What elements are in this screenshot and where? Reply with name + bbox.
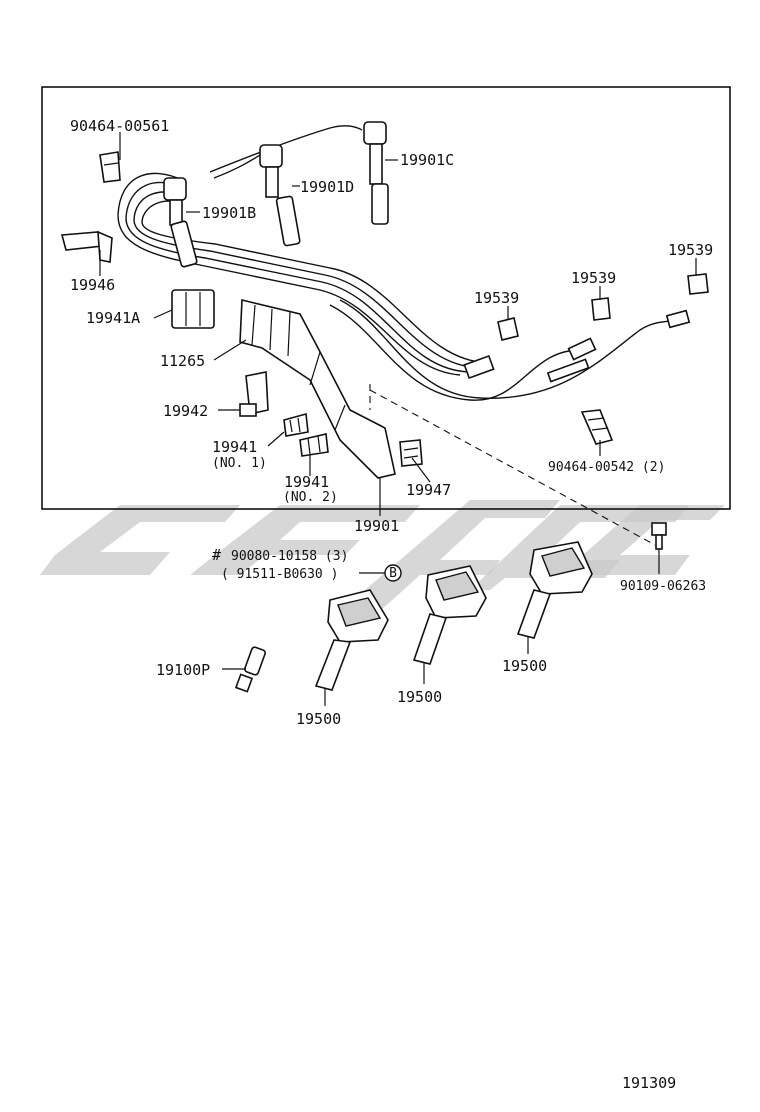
- label-90464-00561: 90464-00561: [70, 117, 169, 135]
- plug-boot-19901C: [363, 121, 389, 225]
- clip-19941-no1: [283, 412, 309, 437]
- label-19539-a: 19539: [474, 289, 519, 307]
- ignition-coil-19500-c: [516, 541, 593, 639]
- diagram-frame: [41, 86, 731, 510]
- clip-90464-00542: [580, 409, 614, 445]
- label-19901B: 19901B: [202, 204, 256, 222]
- label-19901: 19901: [354, 517, 399, 535]
- clamp-19941A: [171, 289, 215, 329]
- label-19947: 19947: [406, 481, 451, 499]
- label-19539-b: 19539: [571, 269, 616, 287]
- label-19500-c: 19500: [502, 657, 547, 675]
- label-90109-06263: 90109-06263: [620, 579, 706, 594]
- label-19100P: 19100P: [156, 661, 210, 679]
- dashed-leader: [369, 384, 656, 546]
- label-90080-10158: 90080-10158 (3): [231, 549, 348, 564]
- label-19942: 19942: [163, 402, 208, 420]
- cover-11265: [239, 298, 396, 479]
- label-19941-no1-sub: (NO. 1): [212, 456, 267, 471]
- label-91511-b0630: ( 91511-B0630 ): [221, 567, 338, 582]
- spark-plug-wire-bundle: [117, 125, 691, 401]
- grommet-19539-c: [687, 273, 709, 295]
- clip-90464-00561: [99, 151, 121, 183]
- leader-lines: [99, 132, 697, 706]
- label-19901D: 19901D: [300, 178, 354, 196]
- grommet-19539-a: [497, 317, 519, 341]
- label-bolt-mark: #: [212, 546, 221, 564]
- plug-boot-19901D: [259, 144, 301, 247]
- label-19500-b: 19500: [397, 688, 442, 706]
- label-19941-no1: 19941: [212, 438, 257, 456]
- figure-number: 191309: [622, 1074, 676, 1092]
- label-90464-00542: 90464-00542 (2): [548, 460, 665, 475]
- bolt-90109-06263: [651, 522, 667, 550]
- label-11265: 11265: [160, 352, 205, 370]
- sensor-19100P: [234, 646, 266, 693]
- ignition-coil-19500-b: [412, 565, 487, 665]
- clip-19941-no2: [299, 433, 329, 457]
- clip-19947: [399, 439, 423, 467]
- bracket-19942: [239, 371, 269, 417]
- grommet-19539-b: [591, 297, 611, 321]
- label-19539-c: 19539: [668, 241, 713, 259]
- holder-19946: [60, 230, 113, 263]
- label-19946: 19946: [70, 276, 115, 294]
- label-19941A: 19941A: [86, 309, 140, 327]
- label-19500-a: 19500: [296, 710, 341, 728]
- label-19941-no2: 19941: [284, 473, 329, 491]
- ref-b-text: B: [389, 566, 397, 581]
- label-19941-no2-sub: (NO. 2): [283, 490, 338, 505]
- ignition-coil-19500-a: [314, 589, 389, 691]
- label-19901C: 19901C: [400, 151, 454, 169]
- plug-boot-19901B: [163, 177, 198, 268]
- watermark-logo: [40, 500, 725, 620]
